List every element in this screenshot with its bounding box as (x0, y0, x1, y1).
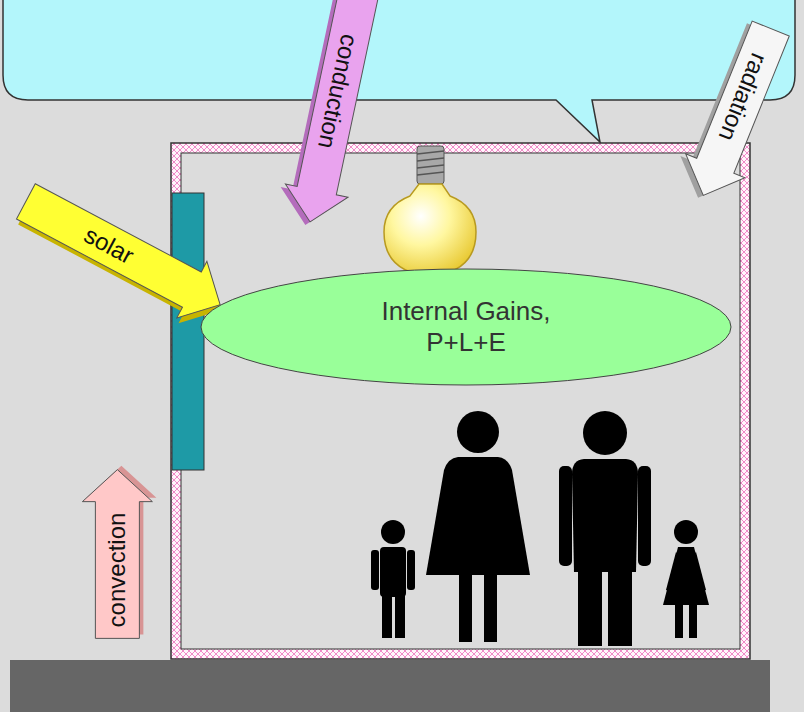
woman-figure (426, 411, 530, 642)
house-outline-inner (181, 153, 740, 649)
node-label: convection (105, 513, 129, 628)
node-label: radiation (714, 50, 771, 144)
convection-arrow: convection (82, 470, 152, 639)
lightbulb (384, 146, 476, 276)
arrow-body (11, 173, 235, 333)
node-content: convection (82, 470, 152, 639)
speech-bubble (3, 0, 795, 142)
arrow-body (673, 16, 800, 207)
house-outline-outer (171, 143, 750, 659)
house-wall (176, 148, 745, 654)
node-label: Internal Gains, P+L+E (366, 296, 566, 358)
node-content: Internal Gains, P+L+E (200, 268, 732, 386)
ground (10, 660, 770, 712)
girl-figure (663, 520, 709, 638)
arrow-body (82, 470, 152, 639)
node-label: solar (80, 223, 137, 269)
ellipse-outline (201, 269, 731, 385)
boy-figure (371, 520, 415, 638)
window (172, 193, 204, 470)
internal-gains-ellipse: Internal Gains, P+L+E (200, 268, 732, 386)
man-figure (559, 411, 651, 646)
people (371, 411, 709, 646)
arrow-body (279, 0, 390, 229)
node-label: conduction (314, 32, 362, 151)
